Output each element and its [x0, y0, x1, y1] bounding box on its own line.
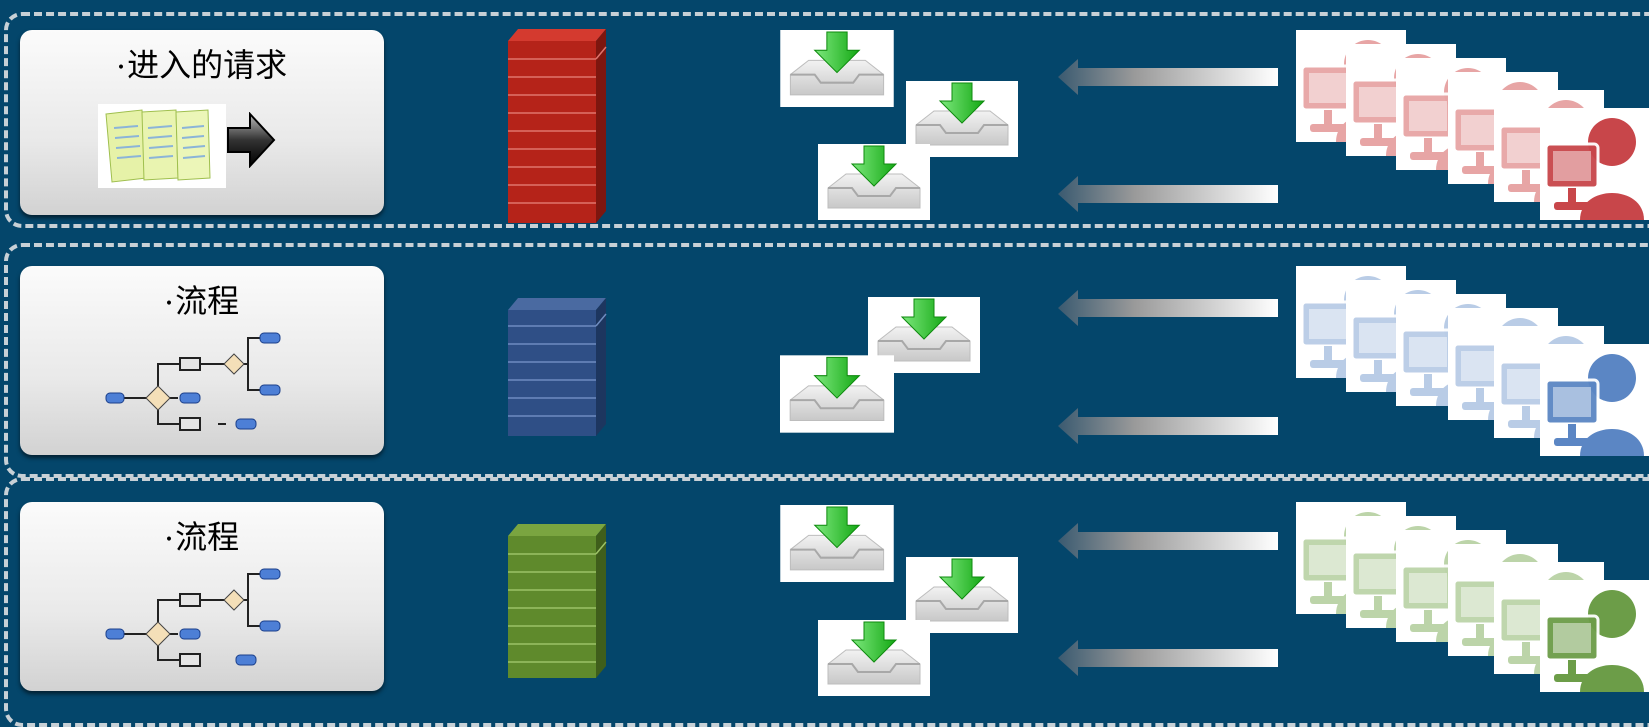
- left-arrow-icon: [1058, 290, 1278, 326]
- flowchart-icon: [105, 568, 281, 667]
- left-arrow-icon: [1058, 408, 1278, 444]
- computer-user-icon: [1540, 580, 1649, 692]
- left-arrow-icon: [1058, 176, 1278, 212]
- download-tray-icon: [780, 30, 894, 107]
- requests-title: 进入的请求: [127, 46, 288, 84]
- process-title-1: 流程: [175, 282, 240, 320]
- red-request-stack: [508, 29, 607, 223]
- computer-user-icon: [1540, 108, 1649, 220]
- process-card-1: •流程: [20, 266, 384, 455]
- lane-process-1: [4, 243, 1649, 478]
- left-arrow-icon: [1058, 59, 1278, 95]
- green-process-stack: [508, 524, 607, 678]
- flowchart-icon: [105, 332, 281, 431]
- computer-user-icon: [1540, 344, 1649, 456]
- download-tray-icon: [780, 505, 894, 582]
- process-card-2: •流程: [20, 502, 384, 691]
- right-arrow-icon: [227, 112, 276, 168]
- left-arrow-icon: [1058, 640, 1278, 676]
- requests-card: •进入的请求: [20, 30, 384, 215]
- download-tray-icon: [818, 143, 930, 221]
- lane-requests: [4, 12, 1649, 228]
- download-tray-icon: [780, 354, 894, 434]
- process-title-2: 流程: [175, 518, 240, 556]
- document-stack-icon: [98, 104, 226, 188]
- blue-process-stack: [508, 298, 607, 436]
- left-arrow-icon: [1058, 523, 1278, 559]
- download-tray-icon: [818, 620, 930, 696]
